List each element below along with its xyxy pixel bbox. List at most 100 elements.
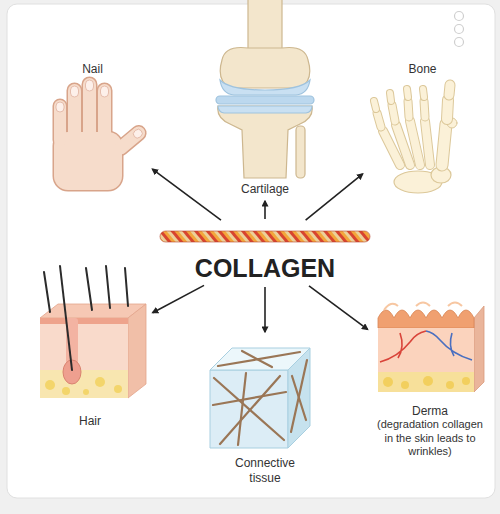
foot-bones-illustration bbox=[390, 93, 391, 101]
part-label: Bone bbox=[408, 62, 436, 76]
collagen-fiber bbox=[160, 231, 370, 242]
collagen-fiber bbox=[160, 231, 370, 242]
foot-bones-illustration bbox=[410, 121, 420, 165]
cartilage-part: Cartilage bbox=[205, 0, 325, 198]
derma-skin-illustration bbox=[378, 310, 474, 328]
derma-skin-illustration bbox=[446, 381, 454, 389]
foot-bones-illustration bbox=[374, 85, 457, 193]
foot-bones-illustration bbox=[423, 89, 424, 97]
connective-tissue-cube bbox=[213, 351, 307, 445]
hand-illustration bbox=[132, 128, 144, 140]
derma-skin-illustration bbox=[401, 381, 409, 389]
foot-bones-illustration bbox=[442, 124, 446, 165]
hair-skin-illustration bbox=[40, 370, 128, 398]
connective-tissue-cube bbox=[291, 360, 307, 432]
foot-bones-illustration bbox=[408, 101, 409, 117]
hair-skin-illustration bbox=[83, 389, 89, 395]
knee-illustration bbox=[296, 126, 305, 178]
hair-skin-illustration bbox=[128, 304, 146, 398]
connector-arrow bbox=[264, 287, 266, 332]
part-label: Derma bbox=[412, 404, 448, 418]
part-label: COLLAGEN bbox=[195, 253, 335, 283]
part-label: Nail bbox=[82, 62, 103, 76]
hair-skin-illustration bbox=[60, 266, 72, 370]
foot-bones-illustration bbox=[408, 101, 409, 117]
knee-illustration bbox=[216, 0, 314, 178]
foot-bones-illustration bbox=[410, 121, 420, 165]
hair-skin-illustration bbox=[86, 268, 92, 310]
knee-illustration bbox=[216, 96, 314, 104]
foot-bones-illustration bbox=[424, 101, 425, 117]
hair-skin-illustration bbox=[95, 377, 105, 387]
foot-bones-illustration bbox=[377, 113, 381, 127]
card-panel bbox=[7, 4, 495, 498]
hand-illustration bbox=[86, 80, 94, 91]
knee-illustration bbox=[218, 106, 313, 178]
foot-bones-illustration bbox=[442, 124, 446, 165]
derma-skin-illustration bbox=[384, 303, 462, 311]
foot-bones-illustration bbox=[407, 89, 408, 97]
foot-bones-illustration bbox=[449, 85, 450, 95]
foot-bones-illustration bbox=[392, 105, 395, 121]
foot-bones-illustration bbox=[449, 85, 450, 95]
derma-skin-illustration bbox=[380, 331, 426, 362]
derma-skin-illustration bbox=[426, 331, 472, 360]
derma-skin-illustration bbox=[383, 377, 393, 387]
hair-skin-illustration bbox=[106, 266, 110, 308]
connective-tissue-cube bbox=[220, 376, 280, 444]
hand-illustration bbox=[56, 102, 64, 112]
card-panel bbox=[7, 4, 495, 498]
foot-bones-illustration bbox=[390, 93, 391, 101]
hair-skin-illustration bbox=[40, 318, 128, 324]
connective-tissue-cube bbox=[242, 351, 272, 367]
foot-bones-illustration bbox=[374, 101, 376, 109]
connective-tissue-cube bbox=[214, 378, 284, 440]
connective-tissue-cube bbox=[288, 348, 310, 448]
card-panel bbox=[455, 38, 464, 47]
connector-arrow bbox=[152, 169, 221, 220]
part-label: Cartilage bbox=[241, 182, 289, 196]
foot-bones-illustration bbox=[374, 101, 376, 109]
part-label: Connective tissue bbox=[225, 456, 305, 485]
card-panel bbox=[455, 25, 464, 34]
derma-part: Derma(degradation collagen in the skin l… bbox=[370, 292, 490, 460]
hand-illustration bbox=[71, 86, 79, 97]
foot-bones-illustration bbox=[447, 100, 448, 119]
derma-skin-illustration bbox=[378, 303, 484, 393]
derma-skin-illustration bbox=[378, 372, 474, 392]
knee-illustration bbox=[220, 48, 310, 89]
hair-skin-illustration bbox=[45, 380, 55, 390]
foot-bones-illustration bbox=[447, 100, 448, 119]
nail-part: Nail bbox=[35, 56, 150, 193]
foot-bones-illustration bbox=[425, 121, 430, 165]
hair-skin-illustration bbox=[114, 385, 122, 393]
connector-arrow bbox=[306, 174, 363, 220]
hair-skin-illustration bbox=[40, 266, 146, 398]
knee-illustration bbox=[218, 106, 312, 113]
connective-tissue-cube bbox=[218, 352, 300, 366]
hair-skin-illustration bbox=[44, 272, 50, 312]
card-panel bbox=[455, 12, 464, 21]
connector-arrow bbox=[264, 201, 266, 219]
connective-tissue-cube bbox=[238, 373, 246, 445]
collagen-hub: COLLAGEN bbox=[160, 222, 370, 284]
hair-skin-illustration bbox=[40, 324, 128, 370]
connector-arrow bbox=[309, 286, 368, 330]
part-note: (degradation collagen in the skin leads … bbox=[374, 418, 486, 458]
hair-skin-illustration bbox=[44, 266, 128, 370]
foot-bones-illustration bbox=[424, 101, 425, 117]
part-label: Hair bbox=[79, 414, 101, 428]
hand-illustration bbox=[101, 86, 109, 97]
hand-illustration bbox=[132, 128, 144, 140]
hair-skin-illustration bbox=[125, 268, 128, 306]
hair-skin-illustration bbox=[62, 387, 70, 395]
connector-arrow bbox=[153, 285, 204, 312]
bone-part: Bone bbox=[365, 56, 480, 195]
knee-illustration bbox=[220, 80, 310, 95]
connective-tissue-part: Connective tissue bbox=[200, 335, 330, 487]
foot-bones-illustration bbox=[377, 113, 381, 127]
hand-illustration bbox=[54, 78, 148, 190]
foot-bones-illustration bbox=[407, 89, 408, 97]
foot-bones-illustration bbox=[423, 89, 424, 97]
